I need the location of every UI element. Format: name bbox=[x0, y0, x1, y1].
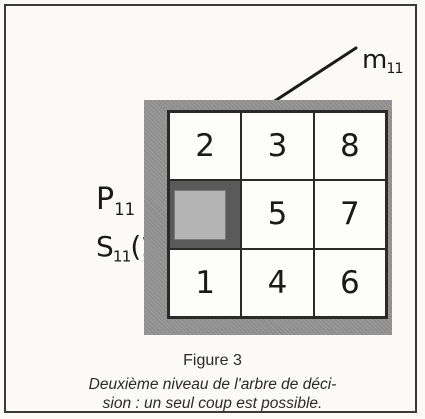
empty-slot-hole bbox=[174, 190, 227, 240]
score-label-main: S bbox=[96, 230, 114, 263]
tile-r1-c1: 2 bbox=[169, 112, 242, 181]
tile-r3-c2: 4 bbox=[241, 248, 314, 317]
move-label: m11 bbox=[362, 45, 404, 77]
tile-r1-c2: 3 bbox=[241, 112, 314, 181]
tile-r2-c2: 5 bbox=[241, 180, 314, 249]
position-label-main: P bbox=[96, 182, 115, 217]
puzzle-board: 2 3 8 5 7 1 4 6 bbox=[167, 110, 388, 319]
tile-r2-c3: 7 bbox=[313, 180, 386, 249]
tile-r3-c1: 1 bbox=[169, 248, 242, 317]
caption-line-1: Deuxième niveau de l'arbre de déci- bbox=[88, 376, 337, 393]
tile-r1-c3: 8 bbox=[313, 112, 386, 181]
move-label-main: m bbox=[362, 45, 387, 75]
position-label: P11 bbox=[96, 182, 135, 219]
figure-caption: Deuxième niveau de l'arbre de déci- sion… bbox=[10, 375, 415, 413]
caption-line-2: sion : un seul coup est possible. bbox=[102, 395, 323, 412]
move-label-subscript: 11 bbox=[386, 61, 403, 77]
empty-slot bbox=[169, 180, 242, 249]
position-label-subscript: 11 bbox=[114, 199, 136, 219]
score-label-subscript: 11 bbox=[112, 247, 132, 266]
figure-number: Figure 3 bbox=[183, 352, 242, 369]
figure-frame bbox=[4, 4, 417, 413]
tile-r3-c3: 6 bbox=[313, 248, 386, 317]
